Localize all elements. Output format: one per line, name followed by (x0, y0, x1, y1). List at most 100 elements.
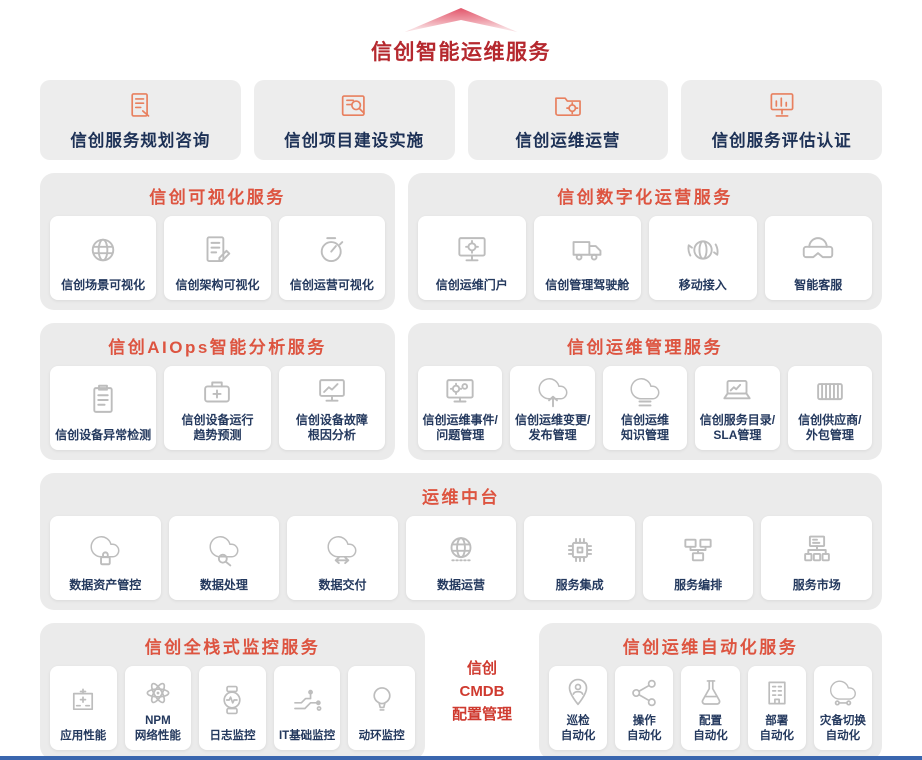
service-item-label: 日志监控 (209, 729, 256, 742)
cloud-transfer-icon (289, 521, 396, 578)
top-service-label: 信创运维运营 (515, 132, 621, 150)
panel-title: 信创运维自动化服务 (622, 638, 799, 657)
top-service-label: 信创项目建设实施 (284, 132, 425, 150)
service-item-card: NPM 网络性能 (124, 666, 192, 750)
gauge-icon (281, 221, 383, 278)
panel-title: 信创数字化运营服务 (557, 188, 733, 207)
monitor-nodes-icon (645, 521, 752, 578)
service-item-label: 服务市场 (792, 578, 841, 592)
panel-title: 信创运维管理服务 (567, 338, 723, 357)
watch-icon (201, 671, 264, 729)
screen-gears-icon (420, 371, 500, 413)
panel-cards: 数据资产管控 数据处理 数据交付 数据运营 服务集成 服务编排 服务市场 (50, 516, 873, 600)
panel-title: 信创AIOps智能分析服务 (108, 338, 327, 357)
atom-icon (127, 671, 190, 714)
top-service-card: 信创服务规划咨询 (40, 80, 241, 160)
panel-visualization: 信创可视化服务 信创场景可视化 信创架构可视化 信创运营可视化 (40, 173, 395, 310)
top-service-card: 信创项目建设实施 (253, 80, 455, 160)
service-item-card: 信创设备故障 根因分析 (278, 366, 385, 450)
globe-map-icon (52, 221, 154, 278)
service-item-card: 日志监控 (199, 666, 266, 750)
panel-cards: 应用性能 NPM 网络性能 日志监控 IT基础监控 动环监控 (50, 666, 415, 750)
service-item-card: IT基础监控 (273, 666, 341, 750)
service-item-card: 信创供应商/ 外包管理 (787, 366, 873, 450)
service-item-label: 服务编排 (674, 578, 723, 592)
service-item-label: 信创架构可视化 (175, 278, 260, 292)
service-item-card: 移动接入 (649, 216, 757, 300)
top-service-card: 信创运维运营 (467, 80, 669, 160)
service-item-label: 信创运维事件/ 问题管理 (422, 413, 498, 442)
service-item-label: 服务集成 (555, 578, 604, 592)
service-item-label: 信创运维门户 (435, 278, 508, 292)
service-item-label: 信创运营可视化 (289, 278, 374, 292)
service-item-label: 信创设备故障 根因分析 (295, 413, 368, 442)
panel-title: 运维中台 (422, 488, 500, 507)
server-network-icon (763, 521, 870, 578)
service-item-label: NPM 网络性能 (134, 715, 181, 742)
service-item-label: 应用性能 (60, 729, 107, 742)
service-item-label: 数据交付 (318, 578, 367, 592)
flask-icon (683, 671, 737, 714)
container-icon (790, 371, 870, 413)
building-icon (750, 671, 804, 714)
panel-middle-platform: 运维中台 数据资产管控 数据处理 数据交付 数据运营 服务集成 服务编排 服务市… (40, 473, 882, 610)
service-item-card: 信创服务目录/ SLA管理 (695, 366, 780, 450)
row-middle-platform: 运维中台 数据资产管控 数据处理 数据交付 数据运营 服务集成 服务编排 服务市… (40, 473, 882, 610)
row-monitoring-automation: 信创全栈式监控服务 应用性能 NPM 网络性能 日志监控 IT基础监控 动环监控… (40, 623, 882, 760)
panel-cards: 信创场景可视化 信创架构可视化 信创运营可视化 (50, 216, 385, 300)
cloud-lock-icon (52, 521, 159, 578)
service-item-card: 服务编排 (642, 516, 754, 600)
service-item-label: 信创设备异常检测 (55, 428, 152, 442)
top-service-label: 信创服务规划咨询 (70, 132, 211, 150)
panel-title: 信创全栈式监控服务 (144, 638, 321, 657)
service-item-card: 信创运维事件/ 问题管理 (418, 366, 503, 450)
service-item-card: 应用性能 (50, 666, 117, 750)
share-nodes-icon (617, 671, 671, 714)
service-item-label: 数据运营 (437, 578, 486, 592)
cloud-link-icon (816, 671, 870, 714)
service-item-card: 智能客服 (764, 216, 872, 300)
service-item-card: 部署 自动化 (747, 666, 806, 750)
top-service-card: 信创服务评估认证 (681, 80, 882, 160)
service-item-label: 数据处理 (199, 578, 248, 592)
service-item-label: 信创设备运行 趋势预测 (181, 413, 254, 442)
row-aiops-management: 信创AIOps智能分析服务 信创设备异常检测 信创设备运行 趋势预测 信创设备故… (40, 323, 882, 460)
top-services-row: 信创服务规划咨询 信创项目建设实施 信创运维运营 信创服务评估认证 (40, 80, 882, 160)
service-item-label: 信创运维变更/ 发布管理 (514, 413, 591, 442)
hospital-icon (52, 671, 115, 729)
service-item-label: 信创运维 知识管理 (621, 413, 670, 442)
service-item-card: 数据交付 (287, 516, 398, 600)
service-item-card: 灾备切换 自动化 (813, 666, 873, 750)
service-item-card: 信创设备异常检测 (50, 366, 157, 450)
service-item-label: 智能客服 (794, 278, 843, 292)
service-item-card: 信创运维变更/ 发布管理 (510, 366, 595, 450)
top-arrow-icon (404, 8, 518, 32)
service-item-label: 配置 自动化 (693, 715, 728, 742)
truck-icon (536, 221, 640, 278)
globe-network-icon (408, 521, 515, 578)
panel-cards: 信创设备异常检测 信创设备运行 趋势预测 信创设备故障 根因分析 (50, 366, 385, 450)
service-item-card: 操作 自动化 (615, 666, 674, 750)
panel-title: 信创可视化服务 (149, 188, 286, 207)
service-item-card: 数据资产管控 (50, 516, 161, 600)
panel-ops-management: 信创运维管理服务 信创运维事件/ 问题管理 信创运维变更/ 发布管理 信创运维 … (408, 323, 882, 460)
service-item-label: 部署 自动化 (759, 715, 794, 742)
service-item-label: 动环监控 (358, 729, 405, 742)
top-service-label: 信创服务评估认证 (711, 132, 852, 150)
cloud-list-icon (605, 371, 685, 413)
service-item-card: 信创运营可视化 (278, 216, 385, 300)
bottom-accent-bar (0, 756, 922, 760)
service-item-card: 信创管理驾驶舱 (533, 216, 641, 300)
document-pen-icon (166, 221, 268, 278)
service-item-label: 信创供应商/ 外包管理 (798, 413, 862, 442)
panel-cards: 信创运维门户 信创管理驾驶舱 移动接入 智能客服 (418, 216, 872, 300)
service-item-card: 数据运营 (405, 516, 517, 600)
row-visual-digital: 信创可视化服务 信创场景可视化 信创架构可视化 信创运营可视化 信创数字化运营服… (40, 173, 882, 310)
clipboard-list-icon (52, 371, 154, 428)
chip-icon (526, 521, 633, 578)
screen-gear-icon (420, 221, 524, 278)
medkit-icon (166, 371, 268, 413)
panel-cards: 信创运维事件/ 问题管理 信创运维变更/ 发布管理 信创运维 知识管理 信创服务… (418, 366, 873, 450)
service-item-label: 移动接入 (678, 278, 727, 292)
